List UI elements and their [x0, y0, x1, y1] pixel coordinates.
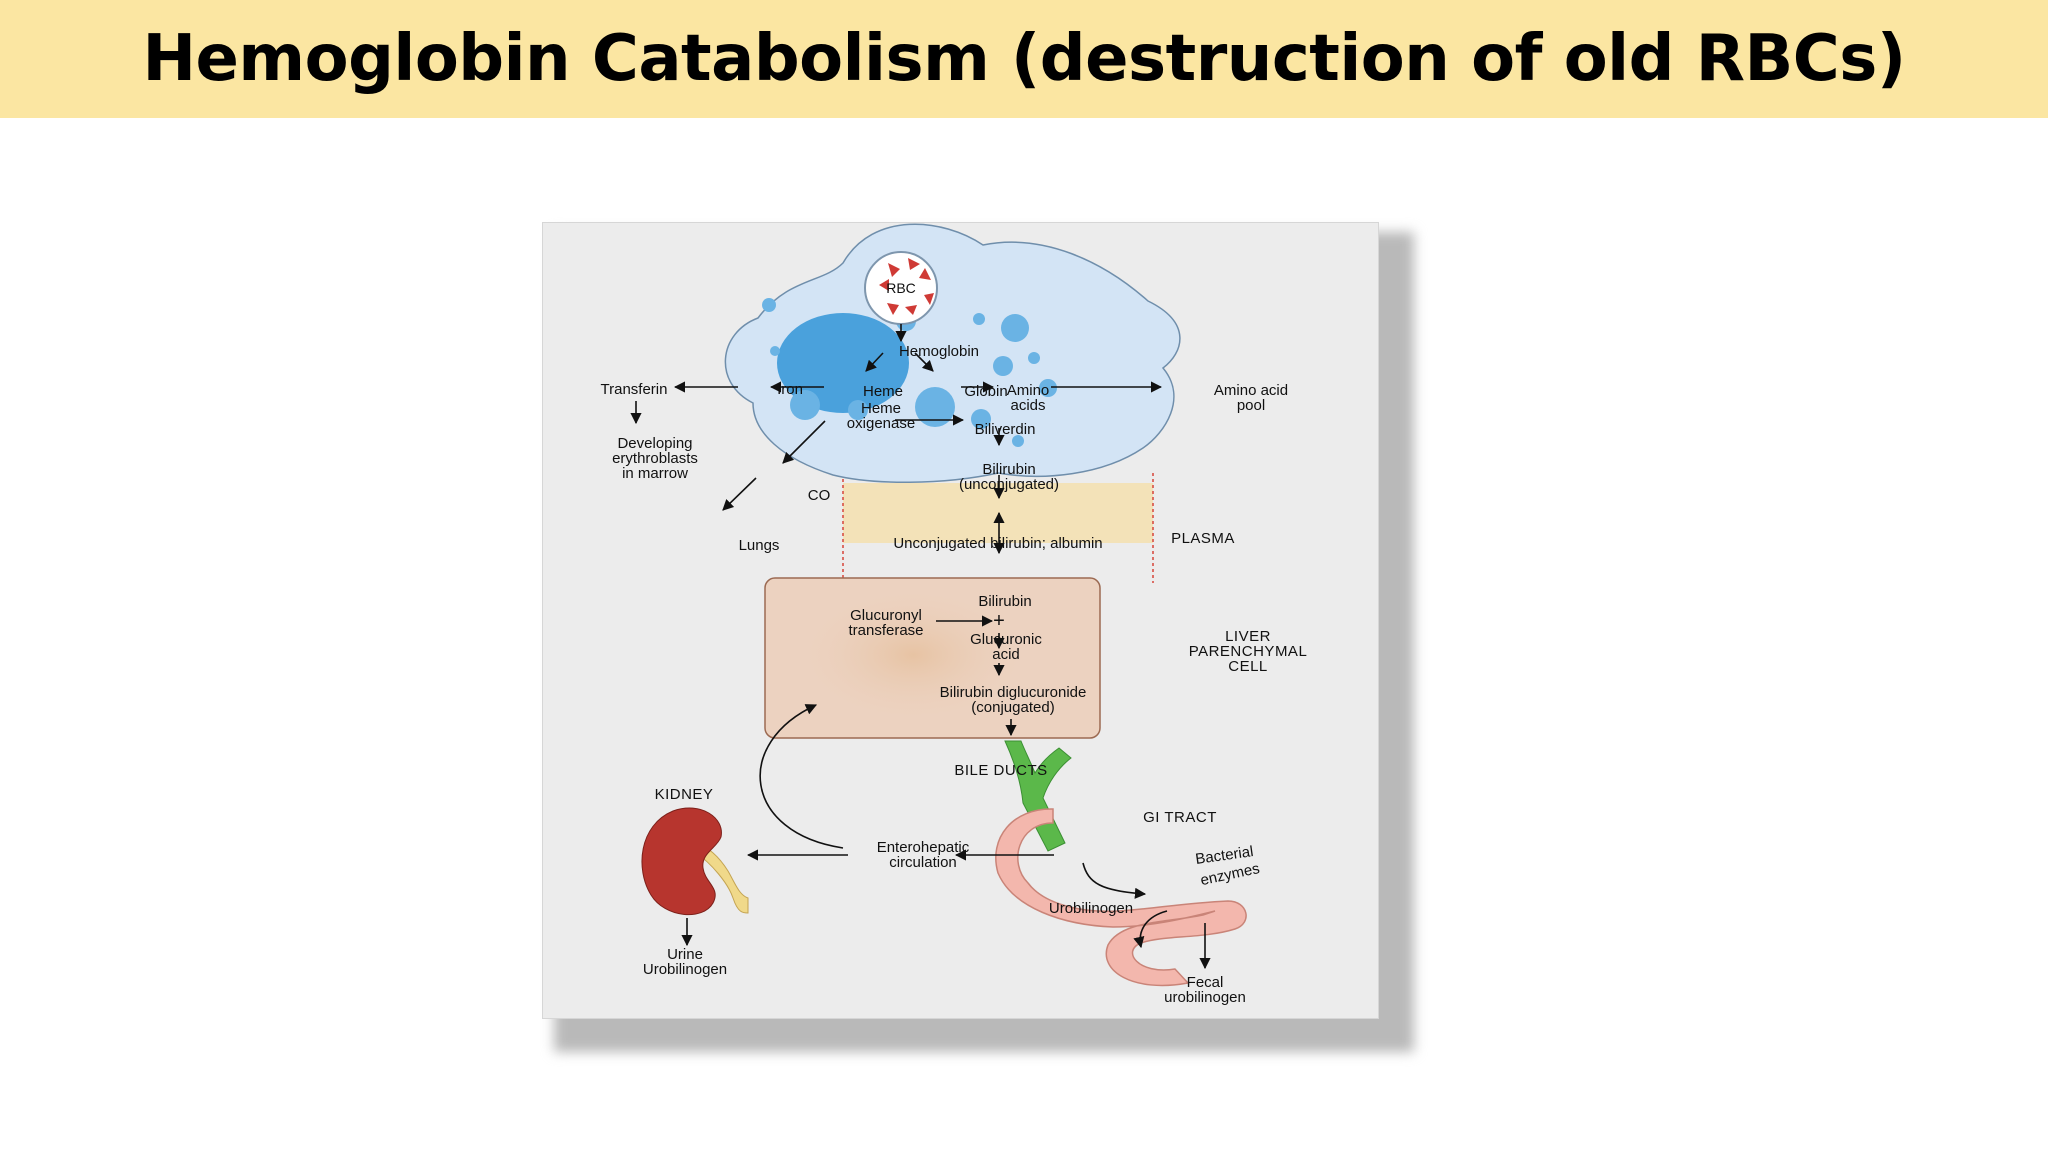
bile-duct [1004, 740, 1072, 852]
liver-label-1: LIVER [1225, 628, 1271, 645]
plasma-label: PLASMA [1171, 530, 1235, 547]
developing-label-3: in marrow [622, 465, 688, 482]
fecal-urobilinogen-label-2: urobilinogen [1164, 989, 1246, 1006]
heme-oxygenase-label-1: Heme [861, 400, 901, 417]
iron-label: Iron [777, 381, 803, 398]
diagram-labels: Hemoglobin Heme Globin Amino acids Amino… [601, 343, 1308, 1006]
enterohepatic-label-2: circulation [889, 854, 957, 871]
plasma-content-label: Unconjugated bilirubin; albumin [893, 535, 1102, 552]
title-band: Hemoglobin Catabolism (destruction of ol… [0, 0, 2048, 118]
biliverdin-label: Biliverdin [975, 421, 1036, 438]
slide-title: Hemoglobin Catabolism (destruction of ol… [142, 22, 1906, 96]
urobilinogen-label: Urobilinogen [1049, 900, 1133, 917]
amino-acids-label-2: acids [1010, 397, 1045, 414]
glucuronic-acid-label-2: acid [992, 646, 1020, 663]
diglucuronide-label-2: (conjugated) [971, 699, 1054, 716]
bilirubin-unconjugated-label-1: Bilirubin [982, 461, 1035, 478]
glucuronic-acid-label-1: Glucuronic [970, 631, 1042, 648]
liver-label-3: CELL [1228, 658, 1268, 675]
vesicles [762, 298, 1057, 447]
urine-urobilinogen-label-2: Urobilinogen [643, 961, 727, 978]
glucuronyl-label-1: Glucuronyl [850, 607, 922, 624]
bilirubin-label: Bilirubin [978, 593, 1031, 610]
amino-acid-pool-label-1: Amino acid [1214, 382, 1288, 399]
glucuronyl-label-2: transferase [848, 622, 923, 639]
hemoglobin-catabolism-diagram: RBC [601, 223, 1308, 1006]
developing-label-2: erythroblasts [612, 450, 698, 467]
plus-sign: + [993, 610, 1005, 632]
bile-ducts-label: BILE DUCTS [954, 762, 1047, 779]
liver-label-2: PARENCHYMAL [1189, 643, 1308, 660]
bilirubin-unconjugated-label-2: (unconjugated) [959, 476, 1059, 493]
kidney-label: KIDNEY [655, 786, 714, 803]
urine-urobilinogen-label-1: Urine [667, 946, 703, 963]
nucleus [777, 313, 909, 413]
liver-nucleus [793, 585, 1033, 725]
gi-tract [995, 808, 1247, 987]
fecal-urobilinogen-label-1: Fecal [1187, 974, 1224, 991]
diagram-figure: RBC [542, 222, 1379, 1019]
heme-oxygenase-label-2: oxigenase [847, 415, 915, 432]
amino-acid-pool-label-2: pool [1237, 397, 1265, 414]
macrophage-cell [724, 223, 1181, 484]
amino-acids-label-1: Amino [1007, 382, 1050, 399]
pathway-arrows [630, 324, 1211, 970]
developing-label-1: Developing [617, 435, 692, 452]
co-label: CO [808, 487, 831, 504]
rbc-phagosome: RBC [864, 251, 938, 325]
transferrin-label: Transferin [601, 381, 668, 398]
rbc-label: RBC [886, 280, 916, 296]
gi-tract-label: GI TRACT [1143, 809, 1217, 826]
globin-label: Globin [964, 383, 1007, 400]
hemoglobin-label: Hemoglobin [899, 343, 979, 360]
kidney [641, 807, 749, 916]
heme-label: Heme [863, 383, 903, 400]
lungs-label: Lungs [739, 537, 780, 554]
diglucuronide-label-1: Bilirubin diglucuronide [940, 684, 1087, 701]
enterohepatic-label-1: Enterohepatic [877, 839, 970, 856]
